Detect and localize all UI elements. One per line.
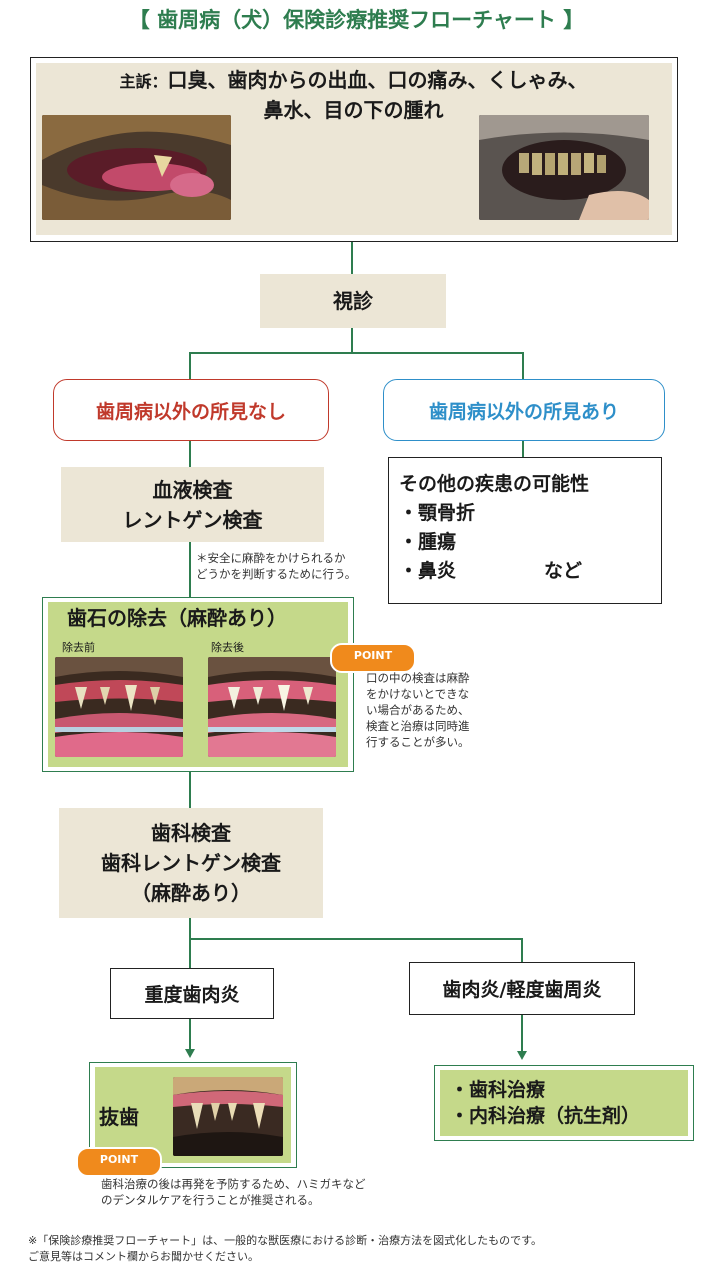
blood-note: ＊安全に麻酔をかけられるか どうかを判断するために行う。 — [196, 550, 386, 582]
point2-note: 歯科治療の後は再発を予防するため、ハミガキなど のデンタルケアを行うことが推奨さ… — [101, 1176, 441, 1208]
connector — [189, 772, 191, 808]
footnote-line1: ※「保険診療推奨フローチャート」は、一般的な獣医療における診断・治療方法を図式化… — [28, 1234, 543, 1247]
other-disease-item: ・腫瘍 — [399, 531, 457, 553]
other-disease-heading: その他の疾患の可能性 — [399, 473, 590, 495]
page-title: 【 歯周病（犬）保険診療推奨フローチャート 】 — [128, 8, 585, 32]
extraction-box: 抜歯 — [89, 1062, 297, 1168]
point1-line4: 検査と治療は同時進 — [366, 719, 470, 733]
arrow-down-icon — [517, 1051, 527, 1060]
treatment-line1: ・歯科治療 — [450, 1079, 546, 1101]
scaling-title: 歯石の除去（麻酔あり） — [67, 606, 287, 630]
footnote-line2: ご意見等はコメント欄からお聞かせください。 — [28, 1250, 259, 1263]
scaling-after-label: 除去後 — [211, 641, 244, 654]
other-disease-item: ・顎骨折 — [399, 502, 476, 524]
connector — [189, 918, 191, 940]
dental-exam-line1: 歯科検査 — [151, 821, 231, 845]
treatment-panel: ・歯科治療 ・内科治療（抗生剤） — [440, 1070, 688, 1136]
scaling-before-label: 除去前 — [62, 641, 95, 654]
point1-line1: 口の中の検査は麻酔 — [366, 671, 470, 685]
connector — [189, 938, 523, 940]
dental-exam-line2: 歯科レントゲン検査 — [101, 851, 281, 875]
treatment-box: ・歯科治療 ・内科治療（抗生剤） — [434, 1065, 694, 1141]
visual-exam-box: 視診 — [260, 274, 446, 328]
mild-box: 歯肉炎/軽度歯周炎 — [409, 962, 635, 1015]
blood-note-line1: ＊安全に麻酔をかけられるか — [196, 551, 346, 565]
connector — [189, 352, 191, 380]
complaint-line1: 口臭、歯肉からの出血、口の痛み、くしゃみ、 — [167, 68, 588, 92]
branch-left-label: 歯周病以外の所見なし — [95, 400, 286, 423]
connector — [189, 441, 191, 467]
point-badge: POINT — [76, 1147, 162, 1177]
blood-test-line2: レントゲン検査 — [122, 507, 263, 532]
photo-after-scaling — [208, 657, 336, 757]
complaint-label: 主訴： — [119, 72, 168, 91]
blood-test-line1: 血液検査 — [152, 477, 233, 502]
connector — [189, 938, 191, 968]
branch-left-box: 歯周病以外の所見なし — [53, 379, 329, 441]
extraction-label: 抜歯 — [99, 1105, 139, 1129]
severe-label: 重度歯肉炎 — [144, 984, 240, 1006]
scaling-box: 歯石の除去（麻酔あり） 除去前 除去後 — [42, 597, 354, 772]
connector — [189, 542, 191, 597]
severe-box: 重度歯肉炎 — [110, 968, 274, 1019]
point1-line3: い場合があるため、 — [366, 703, 470, 717]
dental-exam-line3: （麻酔あり） — [131, 881, 251, 905]
photo-before-scaling — [55, 657, 183, 757]
connector — [522, 352, 524, 380]
other-disease-item: ・鼻炎 — [399, 560, 457, 582]
photo-dog-teeth-right — [479, 115, 649, 220]
point1-line5: 行することが多い。 — [366, 735, 470, 749]
blood-test-box: 血液検査 レントゲン検査 — [61, 467, 324, 542]
other-disease-etc: など — [544, 560, 583, 582]
complaint-text: 主訴：口臭、歯肉からの出血、口の痛み、くしゃみ、 鼻水、目の下の腫れ — [31, 66, 676, 124]
branch-right-label: 歯周病以外の所見あり — [428, 400, 619, 423]
other-disease-box: その他の疾患の可能性 ・顎骨折 ・腫瘍 ・鼻炎 など — [388, 457, 662, 604]
point-badge: POINT — [330, 643, 416, 673]
connector — [189, 352, 524, 354]
complaint-box: 主訴：口臭、歯肉からの出血、口の痛み、くしゃみ、 鼻水、目の下の腫れ — [30, 57, 678, 242]
point2-line1: 歯科治療の後は再発を予防するため、ハミガキなど — [101, 1177, 366, 1191]
point2-line2: のデンタルケアを行うことが推奨される。 — [101, 1193, 320, 1207]
point1-line2: をかけないとできな — [366, 687, 470, 701]
connector — [351, 328, 353, 354]
connector — [189, 1019, 191, 1049]
point1-note: 口の中の検査は麻酔 をかけないとできな い場合があるため、 検査と治療は同時進 … — [366, 670, 506, 750]
mild-label: 歯肉炎/軽度歯周炎 — [442, 979, 602, 1001]
branch-right-box: 歯周病以外の所見あり — [383, 379, 665, 441]
photo-extraction — [173, 1077, 283, 1156]
photo-dog-mouth-left — [42, 115, 231, 220]
footnote: ※「保険診療推奨フローチャート」は、一般的な獣医療における診断・治療方法を図式化… — [28, 1233, 708, 1265]
treatment-line2: ・内科治療（抗生剤） — [450, 1105, 641, 1127]
dental-exam-box: 歯科検査 歯科レントゲン検査 （麻酔あり） — [59, 808, 323, 918]
arrow-down-icon — [185, 1049, 195, 1058]
connector — [521, 938, 523, 962]
complaint-line2: 鼻水、目の下の腫れ — [263, 98, 444, 122]
visual-exam-label: 視診 — [333, 289, 373, 313]
connector — [351, 242, 353, 274]
blood-note-line2: どうかを判断するために行う。 — [196, 567, 357, 581]
connector — [522, 441, 524, 457]
connector — [521, 1015, 523, 1051]
